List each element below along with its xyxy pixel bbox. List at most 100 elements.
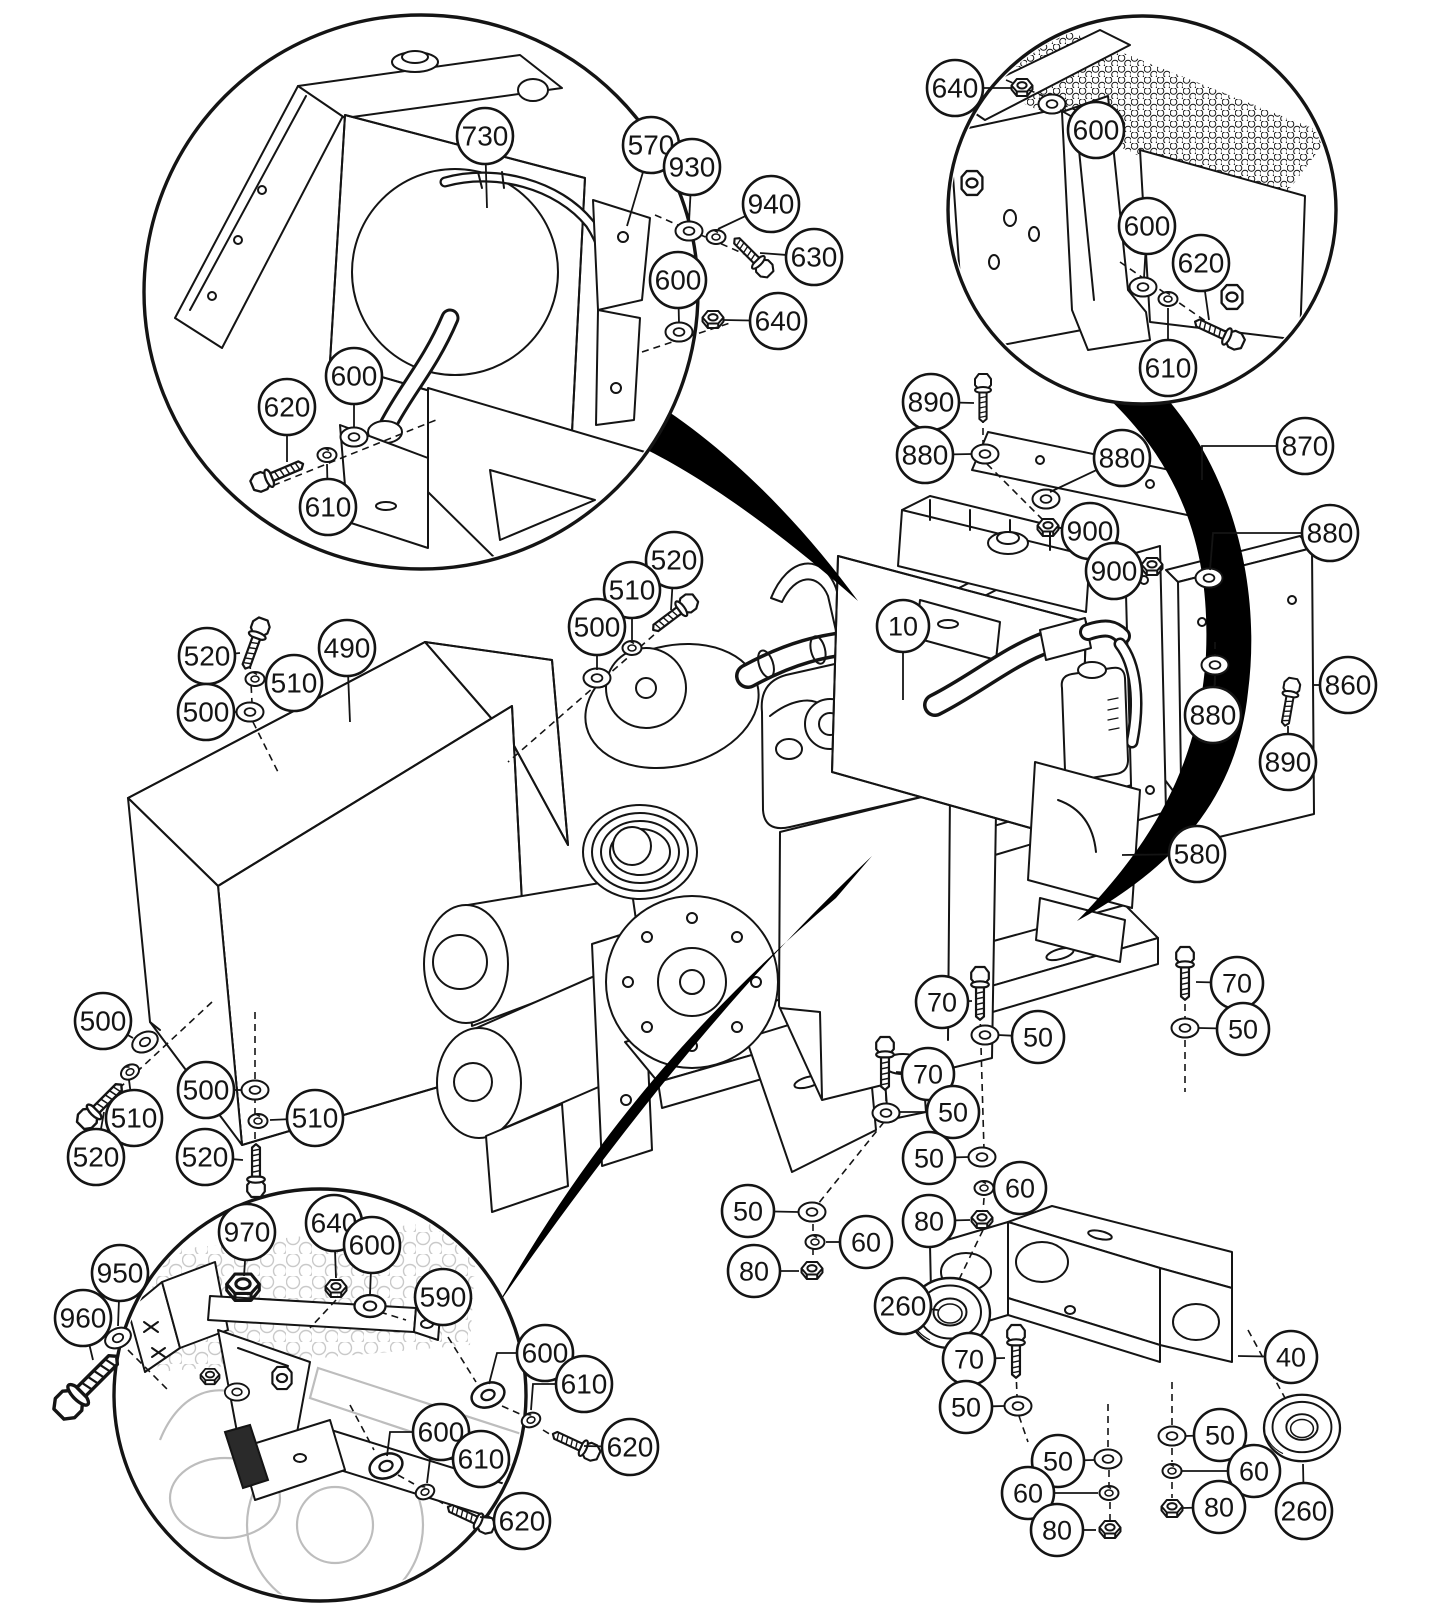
- hw-bolt: [974, 373, 992, 423]
- callout-leader-40: [1237, 1355, 1266, 1358]
- engine-10: [809, 635, 827, 665]
- callout-number: 950: [97, 1258, 144, 1289]
- detail-circle-radiator: [489, 469, 596, 541]
- callout-bubble: [1117, 196, 1177, 256]
- callout-930: 930: [662, 137, 722, 197]
- engine-10: [731, 931, 743, 943]
- callout-60: 60: [838, 1214, 894, 1270]
- callout-bubble: [925, 1084, 981, 1140]
- detail-circle-mounting: [951, 107, 1083, 353]
- callout-number: 520: [182, 1142, 229, 1173]
- callout-bubble: [285, 1088, 345, 1148]
- hw-washer: [1093, 1448, 1123, 1470]
- detail-circle-bracket: [223, 1423, 270, 1490]
- radiator-assembly: [1107, 697, 1120, 731]
- callout-number: 70: [927, 988, 957, 1018]
- callout-leader-520: [232, 1158, 244, 1161]
- callout-60: 60: [992, 1160, 1048, 1216]
- hw-nut: [701, 310, 725, 329]
- callout-number: 600: [331, 361, 378, 392]
- detail-circle-radiator: [477, 171, 505, 189]
- callout-number: 50: [1023, 1023, 1053, 1053]
- callout-leader-620: [479, 1516, 495, 1520]
- callout-bubble: [1171, 233, 1231, 293]
- belt-guard-490: [149, 1021, 161, 1031]
- callout-860: 860: [1318, 655, 1378, 715]
- callout-510: 510: [264, 653, 324, 713]
- callout-620: 620: [257, 377, 317, 437]
- callout-bubble: [925, 58, 985, 118]
- callout-bubble: [914, 974, 970, 1030]
- radiator-assembly: [1077, 661, 1107, 679]
- radiator-assembly: [1039, 617, 1092, 661]
- callout-890: 890: [901, 372, 961, 432]
- hw-washer: [970, 443, 1000, 465]
- hw-lock: [247, 1113, 269, 1129]
- callout-bubble: [492, 1491, 552, 1551]
- callout-bubble: [1084, 541, 1144, 601]
- callout-number: 500: [183, 1075, 230, 1106]
- callout-leader-640: [334, 1250, 337, 1279]
- callout-50: 50: [938, 1379, 994, 1435]
- callout-bubble: [838, 1214, 894, 1270]
- callout-bubble: [895, 425, 955, 485]
- callout-leader-880: [1213, 675, 1216, 688]
- callout-bubble: [784, 227, 844, 287]
- callout-960: 960: [53, 1288, 113, 1348]
- belt-guard-490: [424, 641, 569, 846]
- pointer-top-left: [612, 388, 858, 601]
- callout-80: 80: [1191, 1479, 1247, 1535]
- callout-number: 600: [1073, 115, 1120, 146]
- hw-bolt: [246, 1143, 266, 1199]
- detail-circle-radiator: [233, 235, 243, 245]
- assembly-axis: [397, 1474, 415, 1485]
- assembly-axis: [447, 1336, 477, 1383]
- callout-bubble: [451, 1429, 511, 1489]
- hw-washer: [339, 426, 369, 448]
- hw-bolt: [235, 614, 273, 673]
- callout-10: 10: [875, 598, 931, 654]
- hw-nut: [1098, 1520, 1122, 1539]
- callout-leader-950: [117, 1300, 120, 1327]
- callout-bubble: [1183, 685, 1243, 745]
- callout-number: 900: [1091, 556, 1138, 587]
- callout-bubble: [992, 1160, 1048, 1216]
- callout-bubble: [1066, 100, 1126, 160]
- engine-10: [641, 931, 653, 943]
- detail-circle-mounting: [988, 254, 1000, 270]
- callout-bubble: [73, 991, 133, 1051]
- callout-bubble: [317, 618, 377, 678]
- callout-bubble: [1167, 824, 1227, 884]
- callout-260: 260: [873, 1276, 933, 1336]
- callout-number: 60: [851, 1228, 881, 1258]
- callout-900: 900: [1084, 541, 1144, 601]
- radiator-assembly: [1060, 666, 1129, 782]
- engine-10: [641, 1021, 653, 1033]
- engine-10: [775, 738, 803, 760]
- engine-10: [635, 677, 657, 699]
- hw-torus: [1262, 1393, 1342, 1463]
- hw-bolt: [1006, 1323, 1026, 1379]
- callout-leader-960: [88, 1345, 94, 1361]
- detail-circle-radiator: [592, 199, 651, 311]
- callout-600: 600: [324, 346, 384, 406]
- callout-610: 610: [298, 477, 358, 537]
- callout-number: 70: [954, 1345, 984, 1375]
- callout-870: 870: [1275, 416, 1335, 476]
- engine-10: [600, 820, 680, 884]
- callout-bubble: [90, 1243, 150, 1303]
- detail-circle-radiator: [610, 382, 622, 394]
- callout-number: 620: [1178, 248, 1225, 279]
- radiator-assembly: [1035, 897, 1126, 963]
- hw-lock: [973, 1180, 995, 1196]
- callout-950: 950: [90, 1243, 150, 1303]
- callout-number: 510: [271, 668, 318, 699]
- callout-bubble: [413, 1267, 473, 1327]
- hw-washer: [1003, 1395, 1033, 1417]
- hw-washer: [582, 667, 612, 689]
- callout-leader-600: [488, 1352, 517, 1385]
- callout-number: 50: [1228, 1015, 1258, 1045]
- radiator-assembly: [901, 499, 1091, 557]
- callout-number: 50: [1205, 1421, 1235, 1451]
